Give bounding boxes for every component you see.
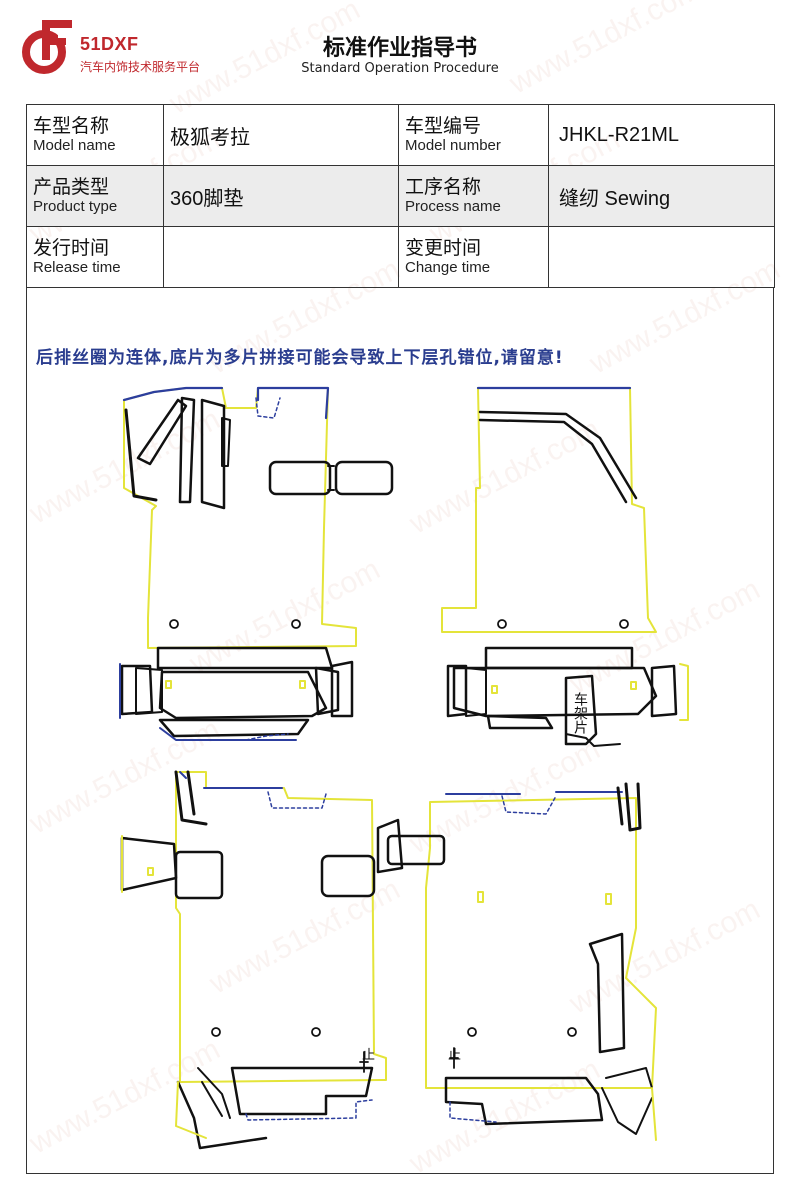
notice-text: 后排丝圈为连体,底片为多片拼接可能会导致上下层孔错位,请留意! (36, 348, 564, 368)
floor-mat-pattern-drawing: 车架片 (119, 386, 689, 1150)
stop-mark-right: 止 (448, 1048, 462, 1063)
rear-left-mat (120, 770, 387, 1150)
info-row-time: 发行时间 Release time 变更时间 Change time (26, 226, 775, 288)
product-type-value: 360脚垫 (163, 165, 399, 227)
middle-left-piece (119, 646, 354, 741)
change-time-label: 变更时间 Change time (398, 226, 549, 288)
change-time-value (548, 226, 775, 288)
release-time-value (163, 226, 399, 288)
model-number-label: 车型编号 Model number (398, 104, 549, 166)
front-right-mat (441, 386, 657, 633)
model-name-value: 极狐考拉 (163, 104, 399, 166)
middle-right-piece: 车架片 (446, 646, 689, 747)
process-name-value: 缝纫 Sewing (548, 165, 775, 227)
info-table: 车型名称 Model name 极狐考拉 车型编号 Model number J… (26, 104, 775, 288)
front-left-mat (122, 386, 394, 649)
info-row-product: 产品类型 Product type 360脚垫 工序名称 Process nam… (26, 165, 775, 227)
info-row-model: 车型名称 Model name 极狐考拉 车型编号 Model number J… (26, 104, 775, 166)
process-name-label: 工序名称 Process name (398, 165, 549, 227)
page-subtitle: Standard Operation Procedure (301, 61, 499, 76)
logo-mark-icon (22, 20, 72, 74)
page-title: 标准作业指导书 (322, 36, 477, 61)
logo-name: 51DXF (80, 34, 139, 54)
logo-subtitle: 汽车内饰技术服务平台 (80, 60, 201, 74)
model-number-value: JHKL-R21ML (548, 104, 775, 166)
model-name-label: 车型名称 Model name (26, 104, 164, 166)
rear-right-mat (376, 782, 657, 1141)
drawing-frame (26, 288, 774, 1174)
release-time-label: 发行时间 Release time (26, 226, 164, 288)
brand-logo: 51DXF 汽车内饰技术服务平台 (22, 18, 242, 78)
stop-mark-left: 止 (362, 1048, 376, 1063)
product-type-label: 产品类型 Product type (26, 165, 164, 227)
frame-piece-label: 车架片 (572, 691, 588, 734)
